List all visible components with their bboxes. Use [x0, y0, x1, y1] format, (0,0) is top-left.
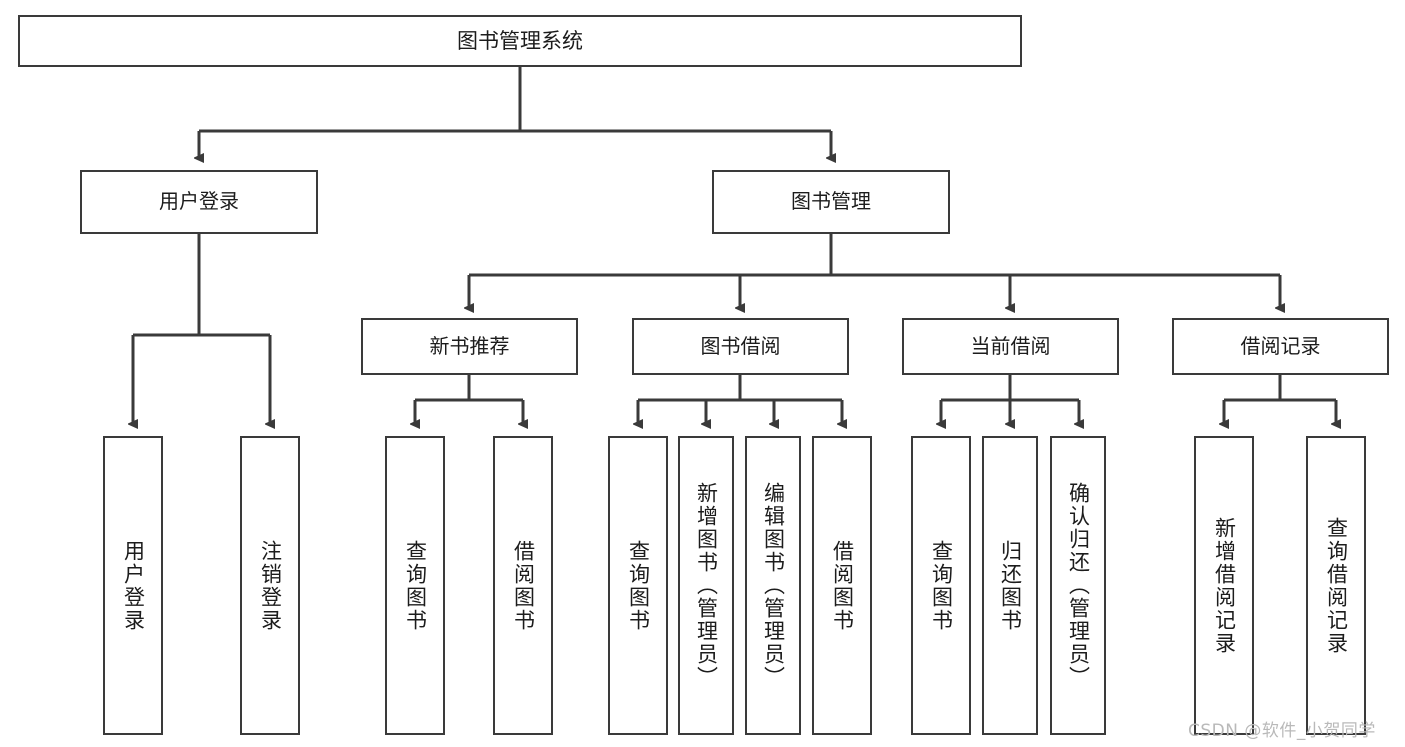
leaf-borrow-book[interactable]: 借阅图书: [812, 436, 872, 735]
leaf-return-book[interactable]: 归还图书: [982, 436, 1038, 735]
leaf-query-book-borrow[interactable]: 查询图书: [608, 436, 668, 735]
node-user-login[interactable]: 用户登录: [80, 170, 318, 234]
leaf-user-login[interactable]: 用户登录: [103, 436, 163, 735]
leaf-confirm-return-admin[interactable]: 确认归还（管理员）: [1050, 436, 1106, 735]
leaf-user-logout[interactable]: 注销登录: [240, 436, 300, 735]
node-label: 新增图书（管理员）: [694, 482, 719, 689]
node-root-system[interactable]: 图书管理系统: [18, 15, 1022, 67]
csdn-watermark: CSDN @软件_小贺同学: [1188, 721, 1376, 741]
leaf-borrow-book-recommend[interactable]: 借阅图书: [493, 436, 553, 735]
node-new-book-recommend[interactable]: 新书推荐: [361, 318, 578, 375]
node-label: 借阅记录: [1240, 333, 1321, 358]
leaf-edit-book-admin[interactable]: 编辑图书（管理员）: [745, 436, 801, 735]
node-label: 图书管理: [791, 189, 871, 214]
leaf-add-borrow-record[interactable]: 新增借阅记录: [1194, 436, 1254, 735]
node-label: 查询图书: [626, 539, 651, 632]
node-label: 查询图书: [403, 539, 428, 632]
node-label: 借阅图书: [511, 539, 536, 632]
node-borrow-record[interactable]: 借阅记录: [1172, 318, 1389, 375]
node-label: 借阅图书: [830, 539, 855, 632]
node-label: 查询图书: [929, 539, 954, 632]
node-label: 当前借阅: [970, 333, 1051, 358]
node-label: 注销登录: [258, 539, 283, 632]
node-label: 确认归还（管理员）: [1066, 482, 1091, 689]
node-label: 归还图书: [998, 539, 1023, 632]
node-label: 新书推荐: [429, 333, 510, 358]
leaf-query-book-current[interactable]: 查询图书: [911, 436, 971, 735]
leaf-query-book-recommend[interactable]: 查询图书: [385, 436, 445, 735]
node-label: 编辑图书（管理员）: [761, 482, 786, 689]
node-label: 查询借阅记录: [1324, 516, 1349, 655]
node-label: 新增借阅记录: [1212, 516, 1237, 655]
leaf-query-borrow-record[interactable]: 查询借阅记录: [1306, 436, 1366, 735]
leaf-add-book-admin[interactable]: 新增图书（管理员）: [678, 436, 734, 735]
node-book-management[interactable]: 图书管理: [712, 170, 950, 234]
node-book-borrow[interactable]: 图书借阅: [632, 318, 849, 375]
node-label: 用户登录: [159, 189, 239, 214]
node-current-borrow[interactable]: 当前借阅: [902, 318, 1119, 375]
node-label: 图书管理系统: [457, 28, 583, 53]
node-label: 图书借阅: [700, 333, 781, 358]
node-label: 用户登录: [121, 539, 146, 632]
